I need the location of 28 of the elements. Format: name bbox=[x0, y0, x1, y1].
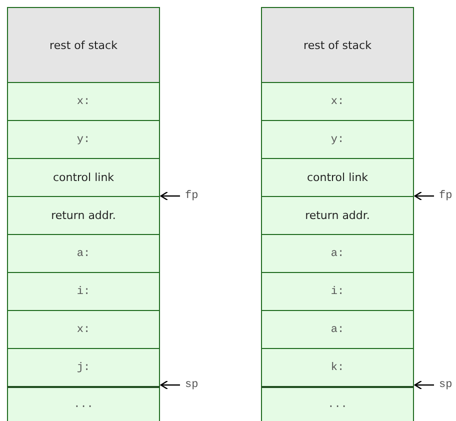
stack-slot: x: bbox=[7, 310, 160, 349]
stack-slot: a: bbox=[261, 234, 414, 273]
pointer-arrow bbox=[160, 380, 180, 390]
stack-slot: y: bbox=[7, 120, 160, 159]
pointer-arrow bbox=[414, 191, 434, 201]
pointer-arrow bbox=[414, 380, 434, 390]
stack-slot: return addr. bbox=[261, 196, 414, 235]
stack-slot: k: bbox=[261, 348, 414, 387]
stack-slot: a: bbox=[261, 310, 414, 349]
pointer-arrow bbox=[160, 191, 180, 201]
pointer-label: sp bbox=[185, 378, 198, 392]
stack-region: rest of stack bbox=[261, 7, 414, 83]
stack-slot: x: bbox=[7, 82, 160, 121]
stack-slot: i: bbox=[7, 272, 160, 311]
stack-slot: a: bbox=[7, 234, 160, 273]
pointer-label: fp bbox=[185, 189, 198, 203]
stack-slot: control link bbox=[261, 158, 414, 197]
stack-region: rest of stack bbox=[7, 7, 160, 83]
stack-slot: control link bbox=[7, 158, 160, 197]
stack-slot: i: bbox=[261, 272, 414, 311]
stack-slot: y: bbox=[261, 120, 414, 159]
stack-slot: return addr. bbox=[7, 196, 160, 235]
stack-slot: ... bbox=[261, 386, 414, 421]
pointer-label: sp bbox=[439, 378, 452, 392]
stack-slot: j: bbox=[7, 348, 160, 387]
stack-slot: x: bbox=[261, 82, 414, 121]
stack-slot: ... bbox=[7, 386, 160, 421]
pointer-label: fp bbox=[439, 189, 452, 203]
